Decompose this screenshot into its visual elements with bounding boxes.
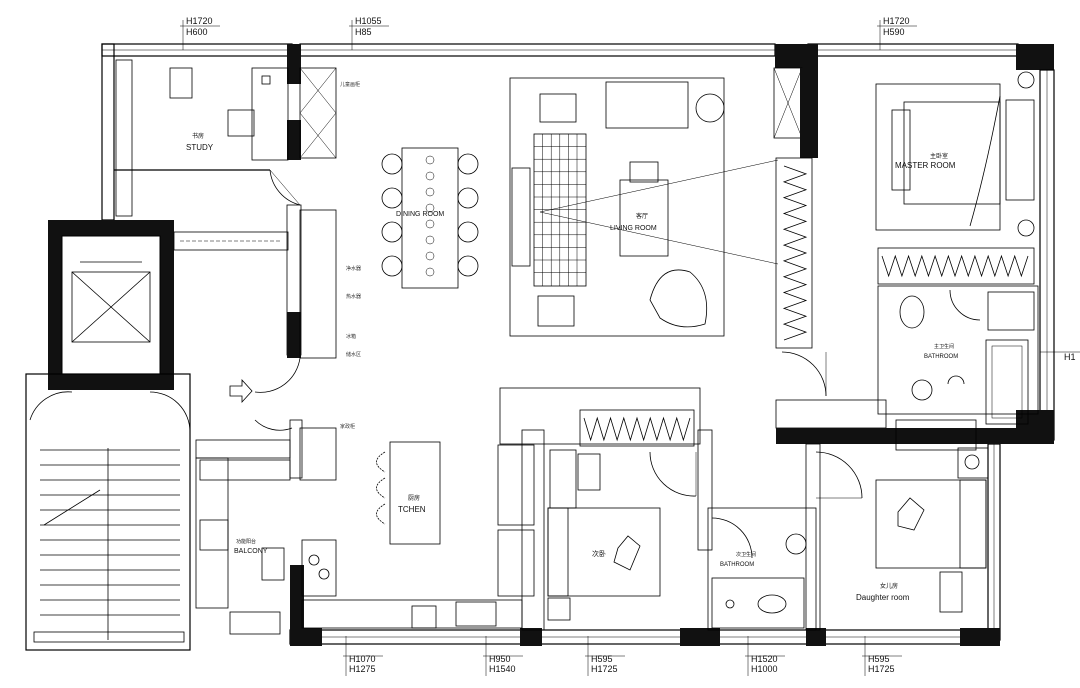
dim-bottom-5b: H1725 [868,664,895,674]
dining-chair [457,187,479,209]
dining-chair [381,153,403,175]
bath2-fixtures [711,533,807,629]
note-water-3: 冰箱 [346,333,356,340]
table-setting [425,171,435,181]
dim-bottom-1b: H1275 [349,664,376,674]
dining-chair [381,221,403,243]
doors [29,169,981,559]
bath2-label-cn: 次卫生间 [736,551,756,558]
dim-bottom-4b: H1000 [751,664,778,674]
dim-bottom-1a: H1070 [349,654,376,664]
elevator [71,231,289,343]
master-bath-label-cn: 主卫生间 [934,343,954,350]
master-bath-fixtures [899,291,1035,425]
dining-chair [457,221,479,243]
table-setting [425,267,435,277]
note-water-1: 净水器 [346,265,361,272]
master-bath-label-en: BATHROOM [924,354,958,360]
note-kitchen: 家政柜 [340,423,355,430]
dining-label: DINING ROOM [396,211,444,218]
second-room-label-cn: 次卧 [592,549,606,558]
dim-bottom-2b: H1540 [489,664,516,674]
balcony-label-en: BALCONY [234,548,268,555]
dim-right-partial: H1 [1064,352,1076,362]
living-label-cn: 客厅 [636,212,648,220]
dim-top-1b: H600 [186,27,208,37]
dim-bottom-4a: H1520 [751,654,778,664]
entrance-arrow-icon [229,378,253,404]
table-setting [425,219,435,229]
living-label-en: LIVING ROOM [610,225,657,232]
daughter-label-cn: 女儿房 [880,582,898,590]
daughter-room-furniture [875,454,987,613]
dim-top-3a: H1720 [883,16,910,26]
daughter-label-en: Daughter room [856,593,910,602]
dim-bottom-3a: H595 [591,654,613,664]
dining-chair [381,187,403,209]
second-room-wardrobe-hangers [583,416,691,442]
balcony-label-cn: 功能阳台 [236,538,256,545]
exterior-walls [25,43,1055,651]
dim-top-3b: H590 [883,27,905,37]
study-label-en: STUDY [186,143,214,152]
table-setting [425,251,435,261]
staircase [33,448,185,643]
dining-chair [457,153,479,175]
dim-bottom-5a: H595 [868,654,890,664]
master-furniture [875,71,1035,237]
kitchen-island [199,441,523,635]
table-setting [425,235,435,245]
table-setting [425,187,435,197]
interior-walls [114,59,1039,631]
second-room-furniture [547,449,661,621]
dim-top-1a: H1720 [186,16,213,26]
table-setting [425,203,435,213]
stair-arrow [43,489,101,526]
dim-bottom-3b: H1725 [591,664,618,674]
note-water-4: 储水区 [346,351,361,358]
master-label-cn: 主卧室 [930,152,948,160]
dimension-lines [180,20,1080,676]
living-area [509,77,779,337]
kitchen-label-en: TCHEN [398,505,426,514]
stair-landing [33,631,185,643]
dining-chair [381,255,403,277]
study-furniture [169,67,289,161]
table-setting [425,155,435,165]
dim-top-2b: H85 [355,27,372,37]
wardrobe-hangers [583,165,1029,442]
master-label-en: MASTER ROOM [895,161,956,170]
kitchen-label-cn: 厨房 [408,494,420,502]
study-label-cn: 书房 [192,132,204,140]
dim-bottom-2a: H950 [489,654,511,664]
note-water-2: 热水器 [346,293,361,300]
hall-wardrobe-hangers [782,165,808,341]
dim-top-2a: H1055 [355,16,382,26]
bath2-label-en: BATHROOM [720,562,754,568]
dining-chair [457,255,479,277]
note-cabinet: 儿童画柜 [340,81,360,88]
dining-table [381,147,479,289]
master-wardrobe-hangers [881,254,1029,278]
